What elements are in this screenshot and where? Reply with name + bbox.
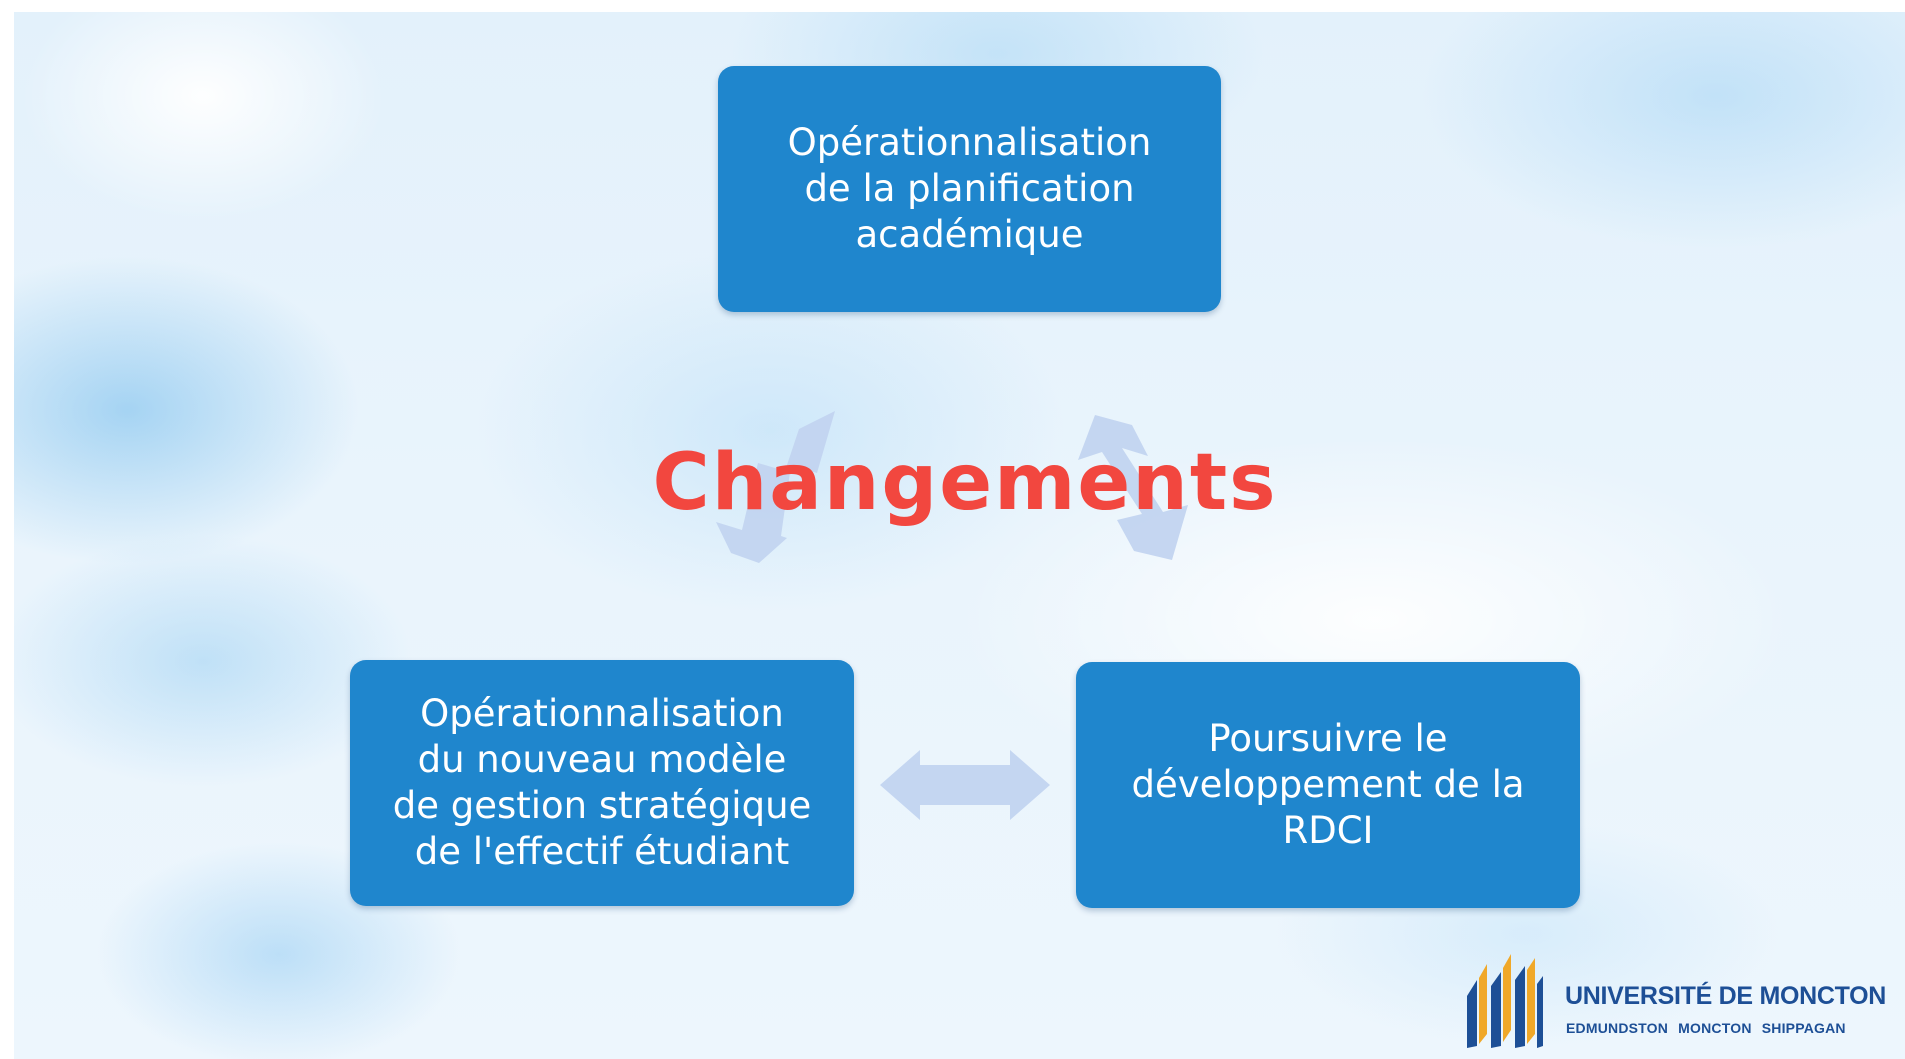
node-left: Opérationnalisation du nouveau modèle de…	[350, 660, 854, 906]
center-label: Changements	[652, 438, 1278, 528]
arrow-top-left	[716, 411, 835, 563]
university-logo: UNIVERSITÉ DE MONCTON EDMUNDSTON MONCTON…	[1455, 950, 1887, 1055]
logo-subtitle: EDMUNDSTON MONCTON SHIPPAGAN	[1566, 1020, 1846, 1036]
node-right: Poursuivre le développement de la RDCI	[1076, 662, 1580, 908]
university-logo-mark-icon	[1467, 954, 1543, 1048]
logo-title: UNIVERSITÉ DE MONCTON	[1565, 982, 1887, 1010]
node-top: Opérationnalisation de la planification …	[718, 66, 1221, 312]
arrow-top-right	[1078, 415, 1188, 560]
arrow-left-right	[880, 750, 1050, 820]
